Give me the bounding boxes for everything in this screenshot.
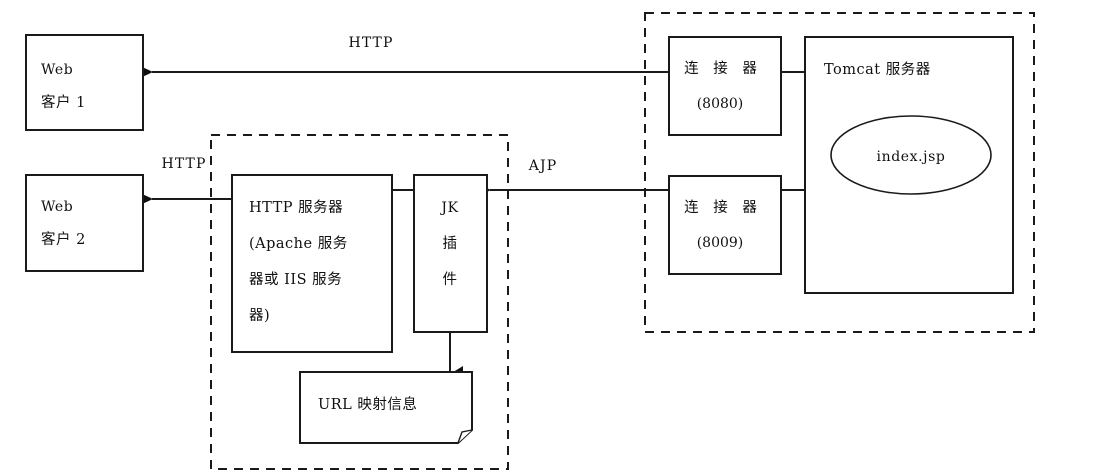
web-client-1-line2: 客户 1 [41,94,86,111]
http-server-line2: (Apache 服务 [249,235,348,252]
web-client-2-line2: 客户 2 [41,231,86,248]
node-web-client-2 [25,174,144,272]
node-jk-plugin [413,174,488,333]
connector-8009-label: 连 接 器 [684,199,762,216]
connector-8080-port: (8080) [697,96,744,112]
index-jsp-label: index.jsp [877,149,946,165]
node-connector-8080 [668,36,782,136]
node-index-jsp [830,115,992,195]
node-connector-8009 [668,175,782,275]
link-label-ajp: AJP [528,158,557,174]
document-fold-icon [457,429,473,444]
web-server-group-boundary [210,134,509,470]
connector-8080-label: 连 接 器 [684,60,762,77]
web-client-2-line1: Web [41,199,73,215]
jk-plugin-line3: 件 [443,271,458,288]
tomcat-server-label: Tomcat 服务器 [824,61,931,78]
http-server-line1: HTTP 服务器 [249,199,343,216]
web-client-1-line1: Web [41,62,73,78]
node-http-server [231,174,393,353]
link-label-http-bottom: HTTP [162,156,207,172]
link-label-http-top: HTTP [349,35,394,51]
url-mapping-label: URL 映射信息 [318,396,417,413]
tomcat-group-boundary [644,12,1035,333]
http-server-line3: 器或 IIS 服务 [249,271,342,288]
connector-8009-port: (8009) [697,235,744,251]
jk-plugin-line1: JK [439,200,458,216]
jk-plugin-line2: 插 [443,235,458,252]
node-web-client-1 [25,34,144,131]
http-server-line4: 器) [249,308,270,324]
